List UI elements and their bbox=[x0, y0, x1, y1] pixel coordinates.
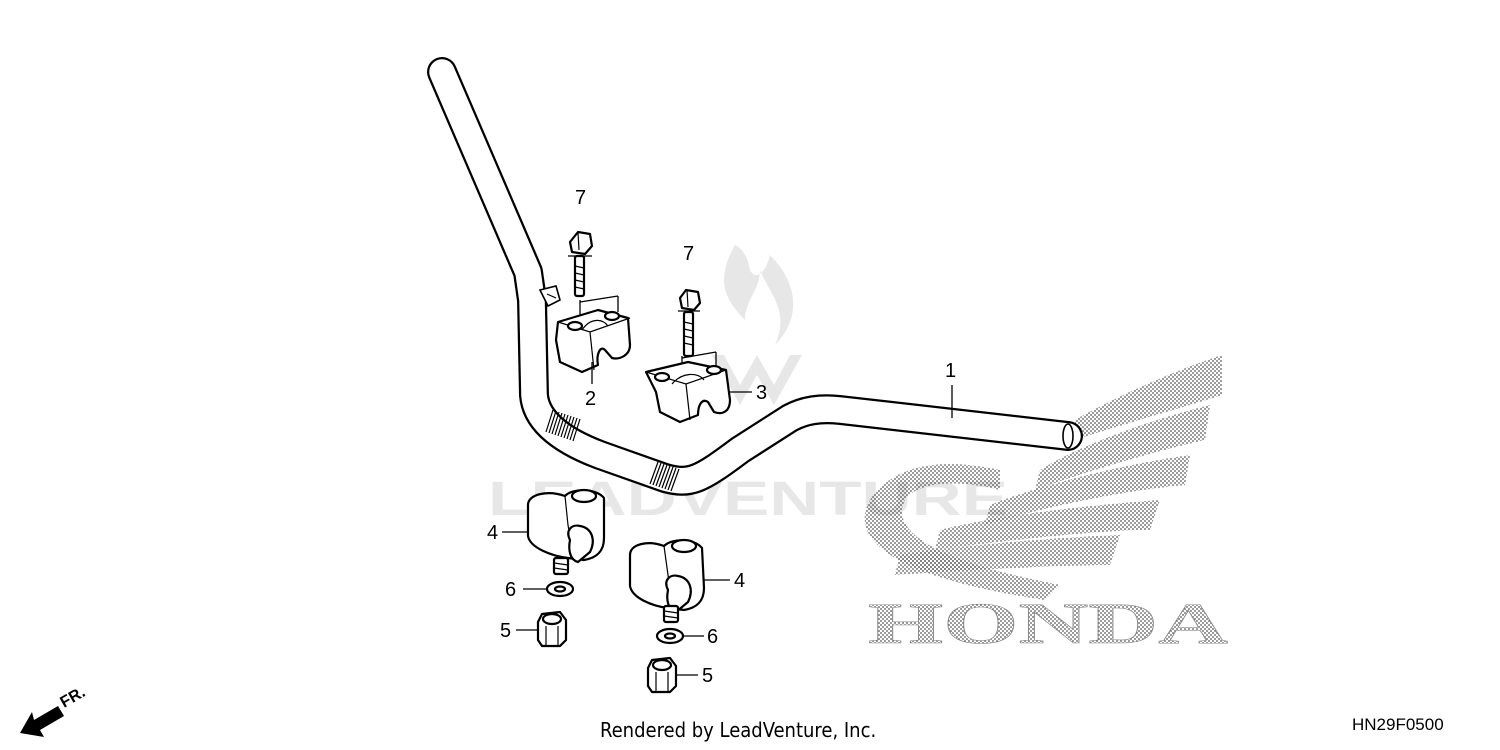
alignment-mark bbox=[538, 285, 561, 308]
callout-5-left: 5 bbox=[500, 620, 511, 642]
knurl-marks-left bbox=[545, 409, 581, 442]
diagram-code: HN29F0500 bbox=[1352, 715, 1444, 734]
callout-3: 3 bbox=[756, 382, 767, 404]
front-direction-arrow-icon: FR. bbox=[20, 684, 88, 737]
handlebar bbox=[427, 57, 1083, 496]
washer-6-right bbox=[655, 627, 685, 645]
washer-6-left bbox=[545, 580, 575, 598]
callout-6-left: 6 bbox=[505, 579, 516, 601]
knurl-marks-right bbox=[649, 461, 680, 492]
callout-4-left: 4 bbox=[487, 522, 498, 544]
callout-6-right: 6 bbox=[707, 626, 718, 648]
bolt-7-right bbox=[678, 288, 702, 358]
callout-7-left: 7 bbox=[575, 187, 586, 209]
nut-5-left bbox=[536, 610, 568, 648]
callout-2: 2 bbox=[585, 388, 596, 410]
nut-5-right bbox=[646, 656, 678, 694]
lower-holder-4-left bbox=[526, 488, 606, 576]
front-direction-label: FR. bbox=[58, 684, 89, 712]
upper-holder-2 bbox=[554, 308, 632, 374]
honda-wing-logo: HONDA bbox=[864, 355, 1228, 656]
callout-5-right: 5 bbox=[702, 665, 713, 687]
callout-4-right: 4 bbox=[734, 570, 745, 592]
upper-holder-3 bbox=[644, 360, 732, 424]
lower-holder-4-right bbox=[628, 538, 706, 624]
callout-7-right: 7 bbox=[683, 243, 694, 265]
bolt-7-left bbox=[568, 230, 594, 298]
leadventure-watermark: LEADVENTURE bbox=[488, 245, 1008, 526]
honda-logo-text: HONDA bbox=[868, 591, 1228, 656]
callout-1: 1 bbox=[945, 360, 956, 382]
render-credit: Rendered by LeadVenture, Inc. bbox=[600, 718, 877, 742]
handlebar-end bbox=[1062, 423, 1074, 449]
